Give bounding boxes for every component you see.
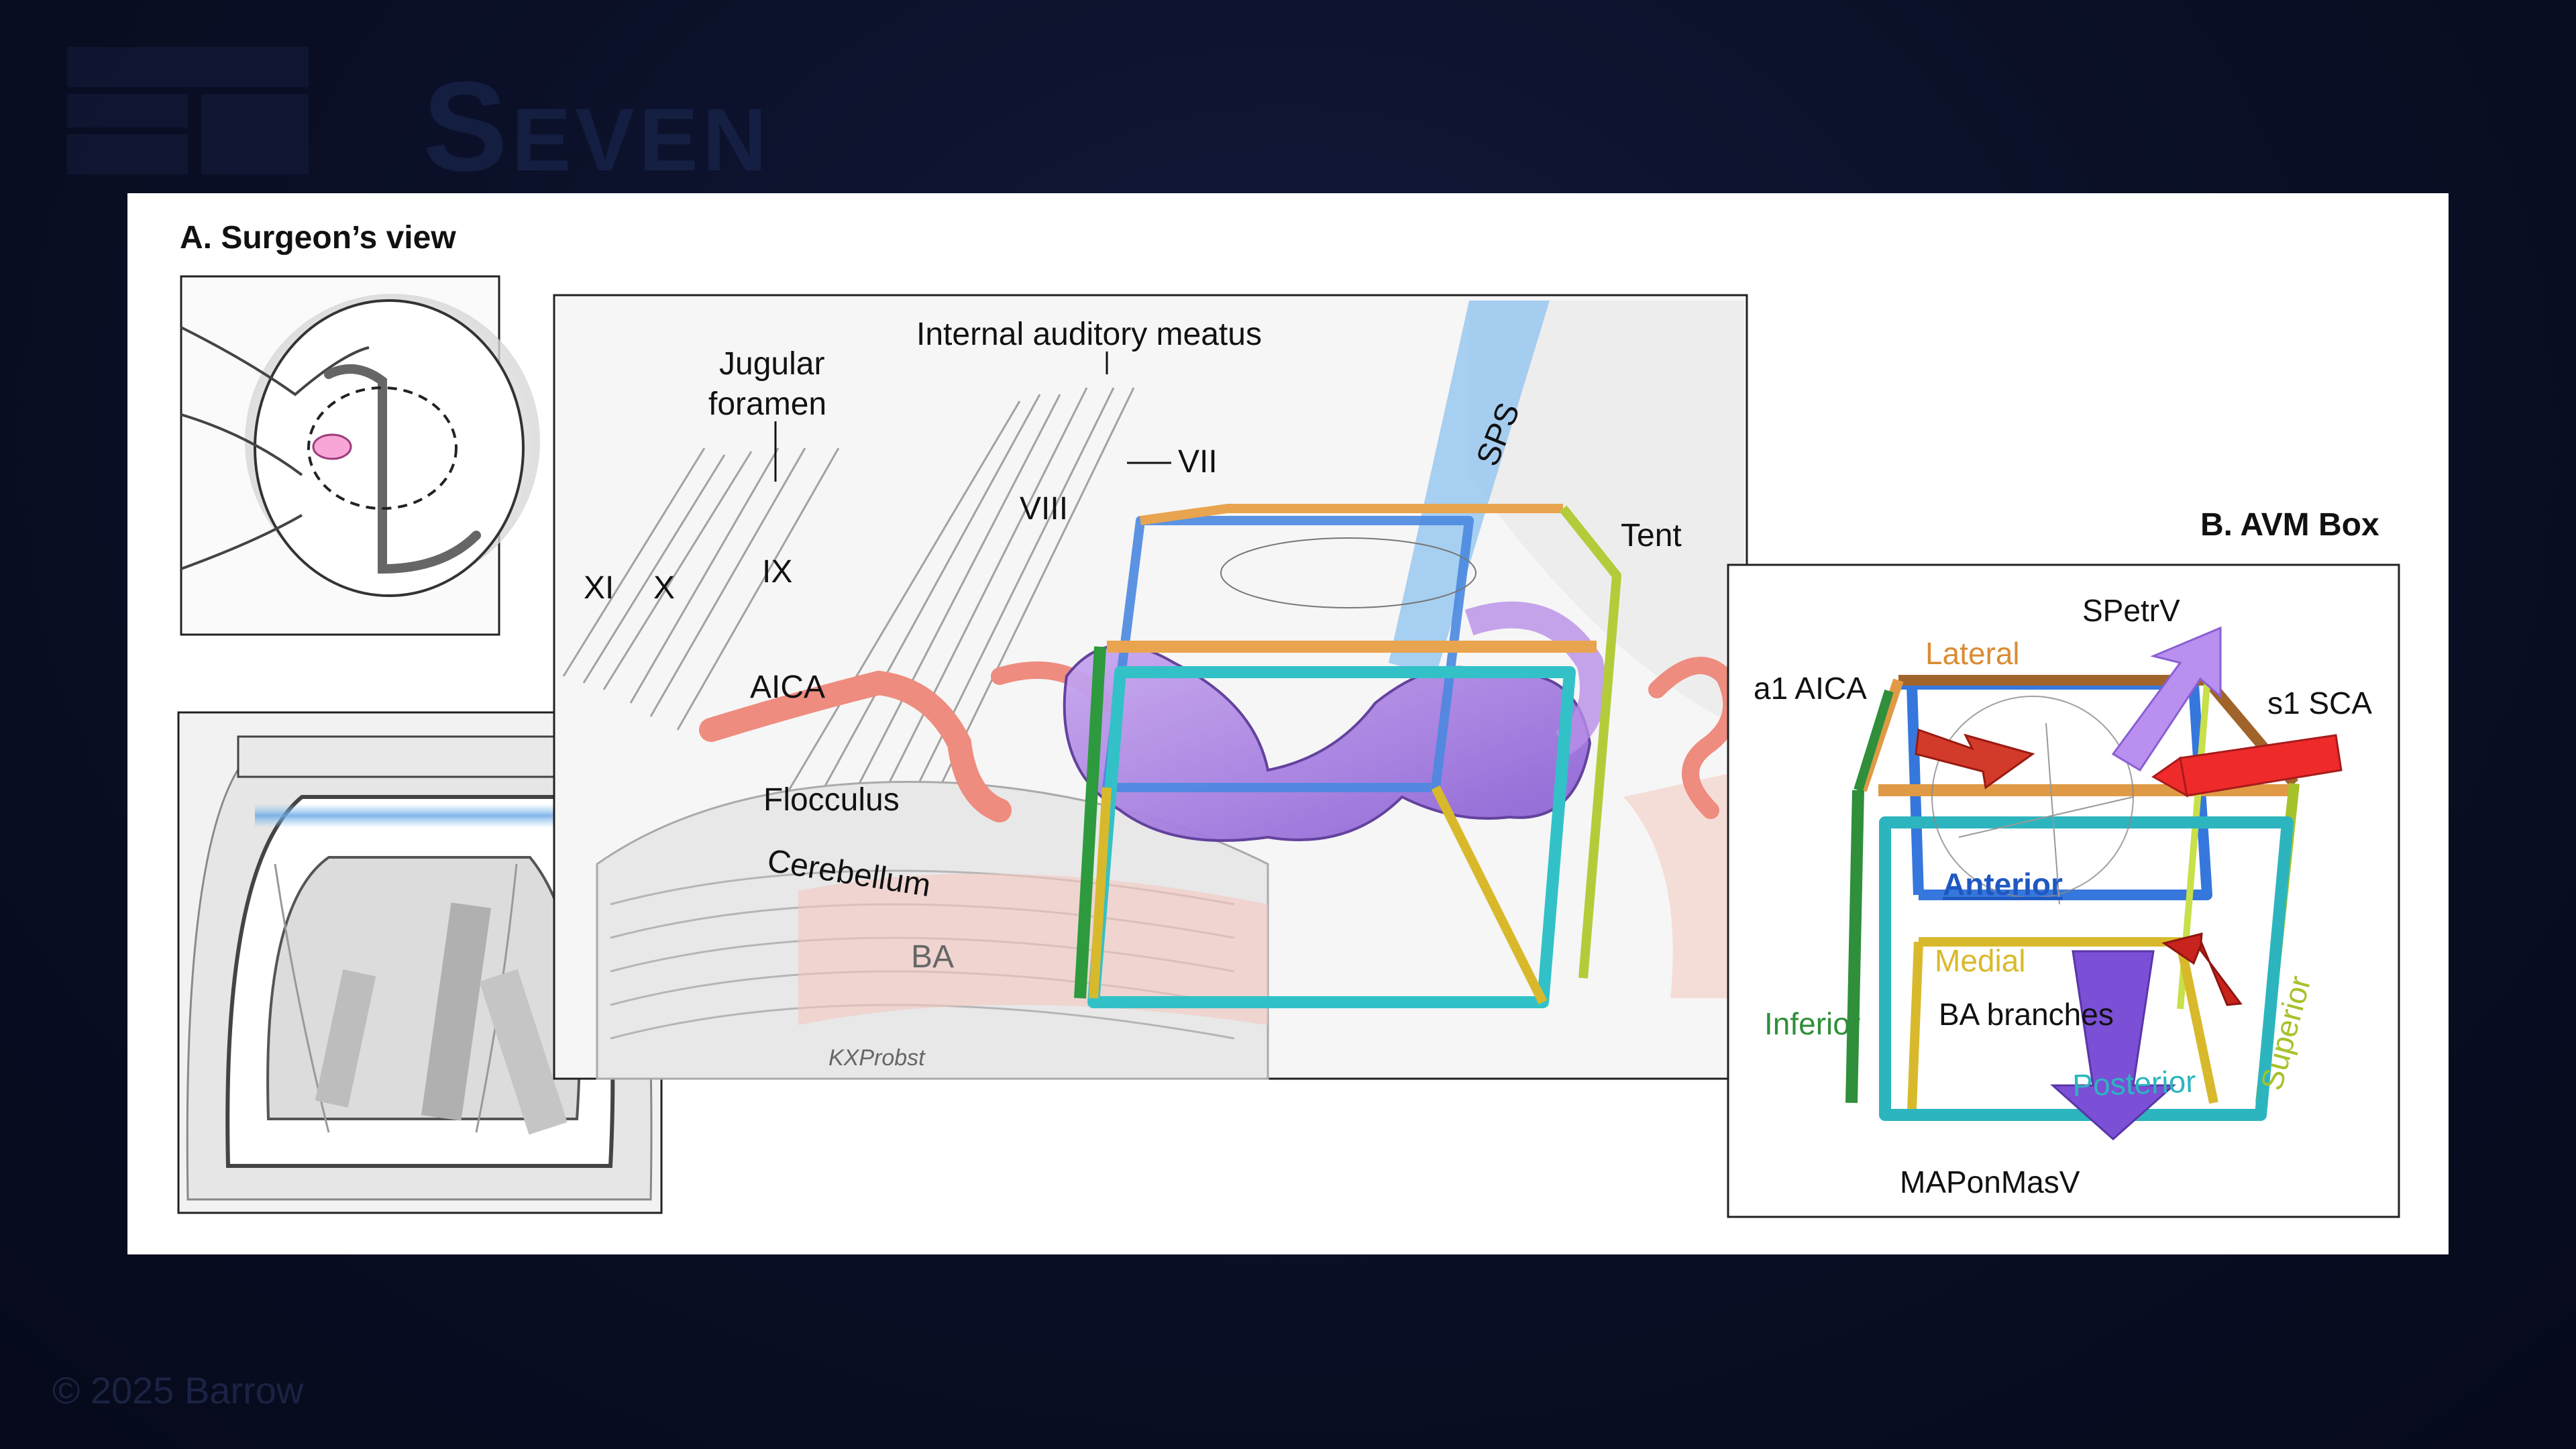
ba-branches-arrow: [2161, 932, 2243, 1006]
copyright-notice: © 2025 Barrow: [52, 1369, 304, 1411]
label-lateral: Lateral: [1925, 636, 2020, 671]
label-medial: Medial: [1935, 943, 2026, 978]
label-ba: BA: [911, 939, 954, 975]
brand-logo-watermark: [67, 47, 309, 174]
label-leader-lines: [774, 352, 1171, 482]
label-x: X: [653, 570, 675, 606]
label-spetrv: SPetrV: [2082, 593, 2180, 628]
slide-figure: A. Surgeon’s view: [127, 193, 2449, 1254]
label-anterior: Anterior: [1943, 867, 2063, 902]
label-ix: IX: [762, 554, 792, 590]
label-jugular: Jugular: [719, 346, 824, 382]
label-posterior: Posterior: [2072, 1064, 2197, 1103]
s1-sca-arrow: [2151, 734, 2343, 798]
label-s1-sca: s1 SCA: [2267, 686, 2372, 720]
label-aica: AICA: [750, 669, 825, 705]
artist-signature: KXProbst: [828, 1045, 926, 1071]
patient-position-illustration: [180, 275, 540, 636]
a1-aica-arrow: [1915, 728, 2035, 790]
spetrv-arrow: [2111, 626, 2222, 772]
avm-box-labels: Lateral a1 AICA SPetrV s1 SCA Anterior M…: [1754, 593, 2372, 1199]
panel-a-title: A. Surgeon’s view: [180, 220, 456, 256]
label-flocculus: Flocculus: [763, 782, 900, 818]
label-maponmasv: MAPonMasV: [1900, 1165, 2080, 1199]
label-vii: VII: [1178, 444, 1218, 480]
brand-watermark-text: Seven: [423, 56, 771, 198]
maponmasv-arrow: [2050, 950, 2176, 1141]
label-viii: VIII: [1020, 491, 1068, 527]
label-xi: XI: [584, 570, 614, 606]
label-internal-auditory-meatus: Internal auditory meatus: [916, 317, 1262, 352]
label-tent: Tent: [1621, 518, 1682, 553]
label-ba-branches: BA branches: [1939, 997, 2114, 1032]
label-a1-aica: a1 AICA: [1754, 671, 1867, 706]
avm-box-diagram: [1727, 564, 2400, 1218]
label-foramen: foramen: [708, 386, 826, 422]
panel-b-title: B. AVM Box: [2200, 507, 2379, 543]
label-inferior: Inferior: [1764, 1006, 1860, 1041]
anatomy-illustration: KXProbst: [553, 294, 1748, 1080]
anatomy-labels: Internal auditory meatus Jugular foramen…: [584, 317, 1682, 975]
